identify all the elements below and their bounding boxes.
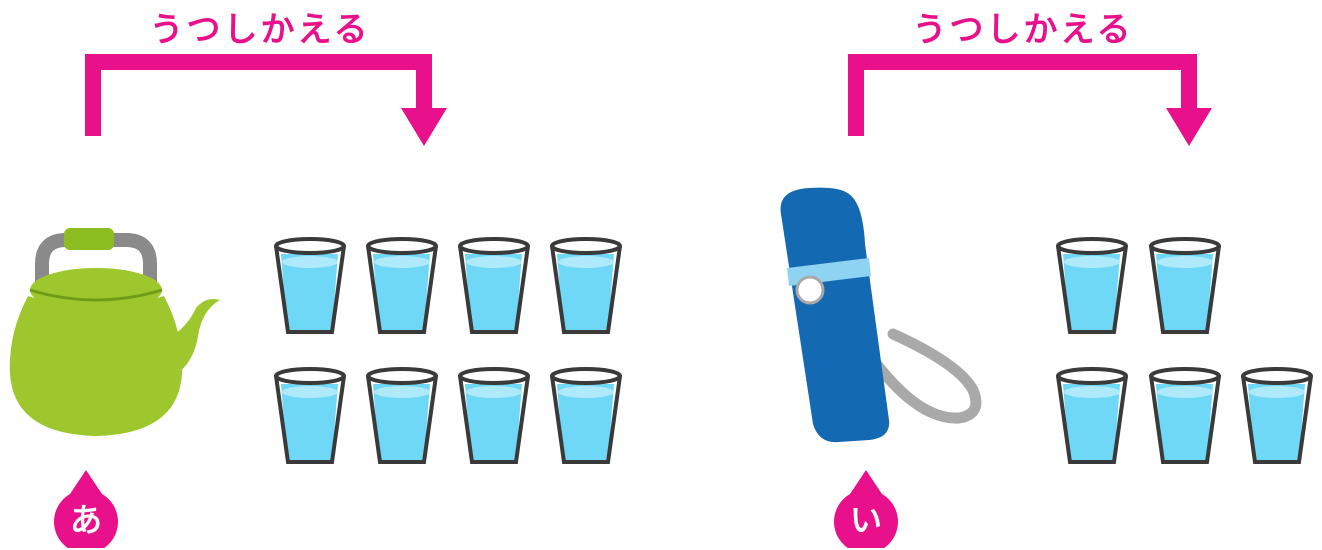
label-badge: い <box>832 470 900 548</box>
thermos-icon <box>773 184 993 448</box>
label-text: い <box>832 496 900 544</box>
water-glass <box>458 236 530 334</box>
label-badge: あ <box>52 470 120 548</box>
panel-a: うつしかえる あ <box>0 0 661 550</box>
water-glass <box>1149 366 1221 464</box>
water-glass <box>1149 236 1221 334</box>
water-glass <box>366 236 438 334</box>
water-glass <box>550 366 622 464</box>
water-glass <box>366 366 438 464</box>
water-glass <box>1056 366 1128 464</box>
water-glass <box>550 236 622 334</box>
panel-i: うつしかえる い <box>661 0 1322 550</box>
label-text: あ <box>52 496 120 544</box>
kettle-icon <box>6 224 226 450</box>
water-glass <box>458 366 530 464</box>
water-glass <box>1056 236 1128 334</box>
water-glass <box>274 366 346 464</box>
transfer-arrow <box>661 0 1322 160</box>
water-glass <box>1241 366 1313 464</box>
water-glass <box>274 236 346 334</box>
transfer-arrow <box>0 0 661 160</box>
